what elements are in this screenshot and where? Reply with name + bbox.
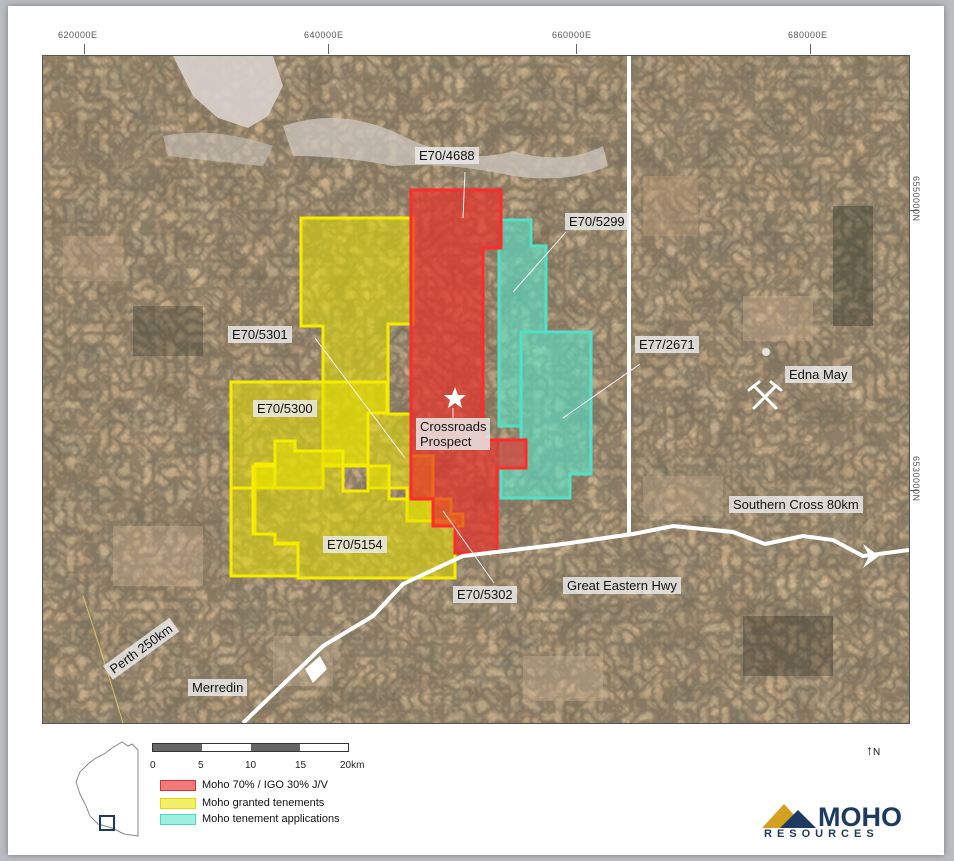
legend-label: Moho 70% / IGO 30% J/V	[202, 779, 328, 791]
north-arrow-icon: ↑N	[866, 742, 880, 758]
northing-tick	[909, 490, 919, 491]
inset-locality-map	[75, 741, 139, 837]
easting-tick	[576, 44, 577, 54]
easting-tick	[328, 44, 329, 54]
western-australia-outline	[75, 741, 139, 837]
legend-swatch-cyan	[160, 813, 196, 825]
north-arrow-glyph: ↑	[866, 742, 873, 758]
label-e70-5299: E70/5299	[565, 213, 629, 230]
satellite-map[interactable]: E70/4688 E70/5299 E70/5301 E77/2671 E70/…	[42, 55, 910, 724]
arrow-west-icon	[305, 656, 327, 683]
scale-tick-label: 10	[245, 760, 257, 771]
legend-item-granted: Moho granted tenements	[160, 797, 324, 809]
crossroads-line-2: Prospect	[420, 434, 472, 449]
label-merredin: Merredin	[188, 679, 248, 696]
easting-tick	[810, 44, 811, 54]
scale-segment	[153, 744, 202, 751]
scale-segment	[300, 744, 348, 751]
legend-swatch-yellow	[160, 797, 196, 809]
scale-tick-label: 5	[198, 760, 204, 771]
tenement-e70-4688[interactable]	[409, 188, 528, 555]
easting-tick	[84, 44, 85, 54]
study-area-box	[99, 815, 115, 831]
label-e77-2671: E77/2671	[635, 336, 699, 353]
label-edna-may: Edna May	[785, 366, 852, 383]
logo-wordmark: MOHO	[818, 802, 902, 830]
label-crossroads-prospect: Crossroads Prospect	[416, 418, 491, 450]
label-great-eastern-hwy: Great Eastern Hwy	[563, 577, 681, 594]
minor-road	[82, 595, 124, 723]
scale-bar	[152, 743, 349, 752]
easting-label: 680000E	[788, 30, 828, 40]
map-canvas	[43, 56, 909, 723]
north-letter: N	[873, 747, 881, 758]
label-southern-cross: Southern Cross 80km	[729, 496, 863, 513]
great-eastern-highway	[241, 523, 909, 723]
easting-label: 660000E	[552, 30, 592, 40]
logo-subtitle: RESOURCES	[764, 828, 879, 840]
easting-label: 620000E	[58, 30, 98, 40]
easting-label: 640000E	[304, 30, 344, 40]
label-e70-4688: E70/4688	[415, 147, 479, 164]
scale-tick-label: 0	[150, 760, 156, 771]
scale-tick-label: 15	[295, 760, 307, 771]
legend-label: Moho granted tenements	[202, 797, 325, 809]
legend-label: Moho tenement applications	[202, 813, 340, 825]
leader-lines	[314, 171, 641, 584]
northing-tick	[909, 210, 919, 211]
label-e70-5302: E70/5302	[453, 586, 517, 603]
legend-item-applications: Moho tenement applications	[160, 813, 340, 825]
salt-lake	[163, 56, 608, 179]
moho-resources-logo: MOHO	[762, 802, 902, 830]
northing-label: 6530000N	[911, 456, 921, 502]
label-e70-5154: E70/5154	[323, 536, 387, 553]
prospect-star-icon[interactable]	[444, 387, 466, 408]
legend-swatch-red	[160, 779, 196, 791]
scale-tick-label: 20km	[340, 760, 365, 771]
scale-segment	[251, 744, 300, 751]
scale-segment	[202, 744, 251, 751]
label-e70-5300: E70/5300	[253, 400, 317, 417]
crossroads-line-1: Crossroads	[420, 419, 487, 434]
label-e70-5301: E70/5301	[228, 326, 292, 343]
legend-item-jv: Moho 70% / IGO 30% J/V	[160, 779, 328, 791]
arrow-east-icon	[863, 544, 879, 568]
mine-pick-hammer-icon[interactable]	[747, 380, 783, 410]
edna-may-pit	[762, 348, 770, 356]
northing-label: 6550000N	[911, 176, 921, 222]
tenement-e70-5154-main[interactable]	[251, 439, 457, 580]
